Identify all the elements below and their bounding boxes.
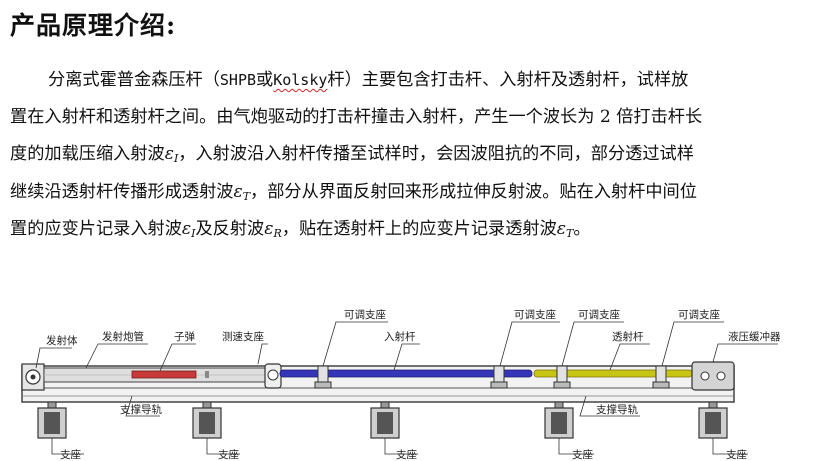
text-span: 继续沿透射杆传播形成透射波 [10, 181, 234, 202]
principle-paragraph: 分离式霍普金森压杆（SHPB或Kolsky杆）主要包含打击杆、入射杆及透射杆，试… [10, 62, 800, 248]
label-launcher: 发射体 [46, 334, 78, 347]
adjustable-support [490, 365, 508, 389]
label-bullet: 子弹 [174, 330, 195, 343]
support-leg-icon [544, 401, 574, 439]
symbol-epsilon: ε [264, 218, 274, 239]
symbol-subscript: T [566, 226, 574, 240]
label-support-rail-1: 支撑导轨 [120, 403, 162, 416]
incident-bar [279, 369, 533, 378]
label-base-1: 支座 [60, 448, 81, 461]
launcher-icon [21, 363, 45, 391]
damper-icon [691, 361, 735, 391]
label-adjustable-support-3: 可调支座 [578, 308, 620, 321]
text-span: 杆）主要包含打击杆、入射杆及透射杆，试样放 [327, 70, 689, 90]
paragraph-line-1: 分离式霍普金森压杆（SHPB或Kolsky杆）主要包含打击杆、入射杆及透射杆，试… [10, 62, 800, 99]
label-adjustable-support-4: 可调支座 [678, 308, 720, 321]
symbol-subscript: I [191, 226, 196, 240]
label-adjustable-support-1: 可调支座 [344, 308, 386, 321]
label-speed-support: 测速支座 [222, 330, 264, 343]
label-base-4: 支座 [572, 448, 593, 461]
text-span: SHPB [219, 71, 257, 89]
paragraph-line-2: 置在入射杆和透射杆之间。由气炮驱动的打击杆撞击入射杆，产生一个波长为 2 倍打击… [10, 99, 800, 136]
text-span: 及反射波 [195, 218, 265, 239]
text-span: 度的加载压缩入射波 [10, 144, 165, 165]
paragraph-line-5: 置的应变片记录入射波εI及反射波εR，贴在透射杆上的应变片记录透射波εT。 [10, 211, 800, 248]
label-base-2: 支座 [218, 448, 239, 461]
text-span: 。 [573, 218, 591, 239]
symbol-subscript: I [173, 152, 179, 166]
text-span: 分离式霍普金森压杆（ [48, 70, 220, 90]
shpb-apparatus-diagram: 发射体 发射炮管 子弹 测速支座 可调支座 入射杆 可调支座 可调支座 透射杆 … [21, 308, 781, 461]
support-leg-icon [192, 401, 222, 439]
label-base-5: 支座 [726, 448, 747, 461]
label-support-rail-2: 支撑导轨 [596, 403, 638, 416]
symbol-subscript: T [242, 189, 251, 203]
symbol-epsilon: ε [164, 144, 174, 165]
adjustable-support [314, 365, 332, 389]
label-transmission-bar: 透射杆 [612, 330, 644, 343]
symbol-subscript: R [273, 226, 282, 240]
adjustable-support [652, 365, 670, 389]
support-leg-icon [370, 401, 400, 439]
text-span: 或 [256, 70, 274, 90]
label-incident-bar: 入射杆 [384, 330, 416, 343]
symbol-epsilon: ε [556, 218, 567, 239]
label-barrel: 发射炮管 [102, 330, 144, 343]
label-base-3: 支座 [396, 448, 417, 461]
text-span: ，入射波沿入射杆传播至试样时，会因波阻抗的不同，部分透过试样 [178, 144, 694, 165]
label-damper: 液压缓冲器 [728, 330, 781, 343]
page-title: 产品原理介绍: [10, 11, 177, 40]
text-span: ，贴在透射杆上的应变片记录透射波 [281, 218, 557, 239]
symbol-epsilon: ε [233, 181, 243, 202]
spellcheck-word: Kolsky [273, 71, 328, 89]
support-leg-icon [698, 401, 728, 439]
label-adjustable-support-2: 可调支座 [514, 308, 556, 321]
text-span: ，部分从界面反射回来形成拉伸反射波。贴在入射杆中间位 [250, 181, 697, 202]
paragraph-line-4: 继续沿透射杆传播形成透射波εT，部分从界面反射回来形成拉伸反射波。贴在入射杆中间… [10, 174, 800, 211]
text-span: 置在入射杆和透射杆之间。由气炮驱动的打击杆撞击入射杆，产生一个波长为 2 倍打击… [10, 107, 703, 128]
support-leg-icon [37, 401, 67, 439]
symbol-epsilon: ε [181, 218, 192, 239]
speed-support [264, 363, 282, 389]
bullet [131, 370, 197, 379]
text-span: 置的应变片记录入射波 [10, 218, 182, 239]
paragraph-line-3: 度的加载压缩入射波εI，入射波沿入射杆传播至试样时，会因波阻抗的不同，部分透过试… [10, 136, 800, 173]
